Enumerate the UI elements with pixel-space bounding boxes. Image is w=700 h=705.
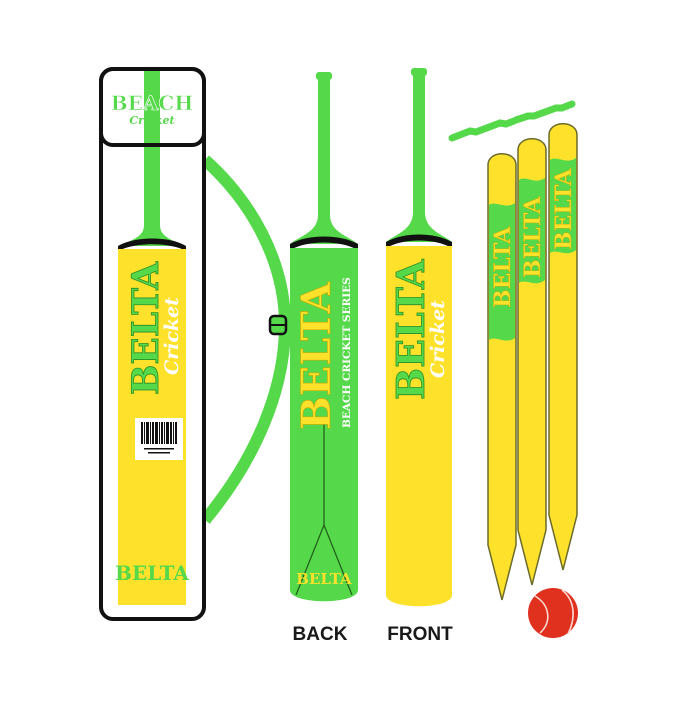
front-brand-text: BELTA bbox=[388, 259, 433, 400]
back-bottom-brand-text: BELTA bbox=[296, 570, 352, 588]
stump-right-brand-text: BELTA bbox=[551, 168, 577, 250]
bat-back-view: BELTA BEACH CRICKET SERIES BELTA BACK bbox=[290, 72, 358, 645]
cricket-ball-icon bbox=[528, 588, 578, 638]
back-brand-text: BELTA bbox=[293, 281, 340, 430]
bag-sub-brand-text: Cricket bbox=[161, 297, 183, 375]
bails bbox=[448, 100, 576, 142]
bat-front-view: BELTA Cricket FRONT bbox=[386, 68, 453, 645]
bag-brand-text: BELTA bbox=[125, 261, 167, 395]
bag-bottom-brand-text: BELTA bbox=[115, 561, 189, 585]
stumps: BELTA BELTA BELTA bbox=[487, 123, 578, 601]
stump-left: BELTA bbox=[487, 153, 517, 601]
stump-middle: BELTA bbox=[517, 138, 547, 586]
bag-header-line1: BEACH bbox=[111, 91, 193, 115]
stump-middle-brand-text: BELTA bbox=[520, 196, 546, 278]
bag-header-window bbox=[99, 67, 206, 147]
back-series-text: BEACH CRICKET SERIES bbox=[341, 277, 353, 428]
front-sub-brand-text: Cricket bbox=[427, 300, 449, 378]
back-label: BACK bbox=[293, 624, 348, 645]
bag-header-line2: Cricket bbox=[129, 114, 174, 127]
stump-right: BELTA bbox=[548, 123, 578, 571]
barcode-label bbox=[135, 418, 183, 460]
stump-left-brand-text: BELTA bbox=[490, 226, 516, 308]
bag-strap bbox=[200, 155, 292, 524]
front-label: FRONT bbox=[387, 624, 453, 645]
bat-bag: BEACH Cricket BELTA Cricket BE bbox=[99, 67, 292, 621]
